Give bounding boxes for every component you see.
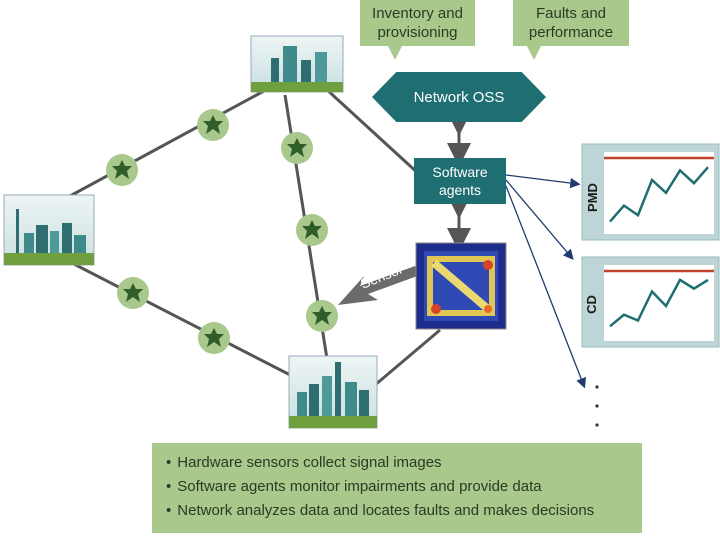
software-agents-line2: agents bbox=[438, 182, 482, 198]
node bbox=[117, 277, 149, 309]
chart-cd bbox=[581, 256, 720, 348]
city-bottom bbox=[288, 355, 378, 429]
node bbox=[198, 322, 230, 354]
link-bottom-sensor bbox=[374, 328, 441, 387]
chart-arrows bbox=[505, 174, 587, 389]
software-agents: Software agents bbox=[414, 158, 506, 204]
sensor-arrow bbox=[338, 266, 420, 305]
continuation-dots bbox=[595, 385, 599, 427]
city-top bbox=[250, 35, 344, 93]
callout-inventory-provisioning: Inventory and provisioning bbox=[360, 0, 475, 60]
chart-pmd bbox=[581, 143, 720, 241]
node bbox=[296, 214, 328, 246]
pmd-label: PMD bbox=[584, 183, 600, 212]
network-oss-label: Network OSS bbox=[413, 88, 505, 106]
network-links bbox=[69, 83, 441, 387]
note-item: Network analyzes data and locates faults… bbox=[166, 499, 642, 523]
node bbox=[106, 154, 138, 186]
node bbox=[281, 132, 313, 164]
link-left-top bbox=[69, 83, 276, 198]
city-left bbox=[3, 194, 95, 266]
software-agents-line1: Software bbox=[432, 164, 488, 180]
network-nodes bbox=[106, 109, 338, 354]
cd-label: CD bbox=[583, 295, 599, 314]
link-left-bottom bbox=[69, 260, 301, 382]
node bbox=[306, 300, 338, 332]
callout-faults-performance: Faults and performance bbox=[513, 0, 629, 60]
sensor-image bbox=[415, 242, 507, 330]
notes-box: Hardware sensors collect signal images S… bbox=[152, 443, 642, 533]
note-item: Software agents monitor impairments and … bbox=[166, 475, 642, 499]
network-oss: Network OSS bbox=[372, 72, 546, 122]
link-top-agents bbox=[323, 86, 422, 177]
node bbox=[197, 109, 229, 141]
note-item: Hardware sensors collect signal images bbox=[166, 451, 642, 475]
